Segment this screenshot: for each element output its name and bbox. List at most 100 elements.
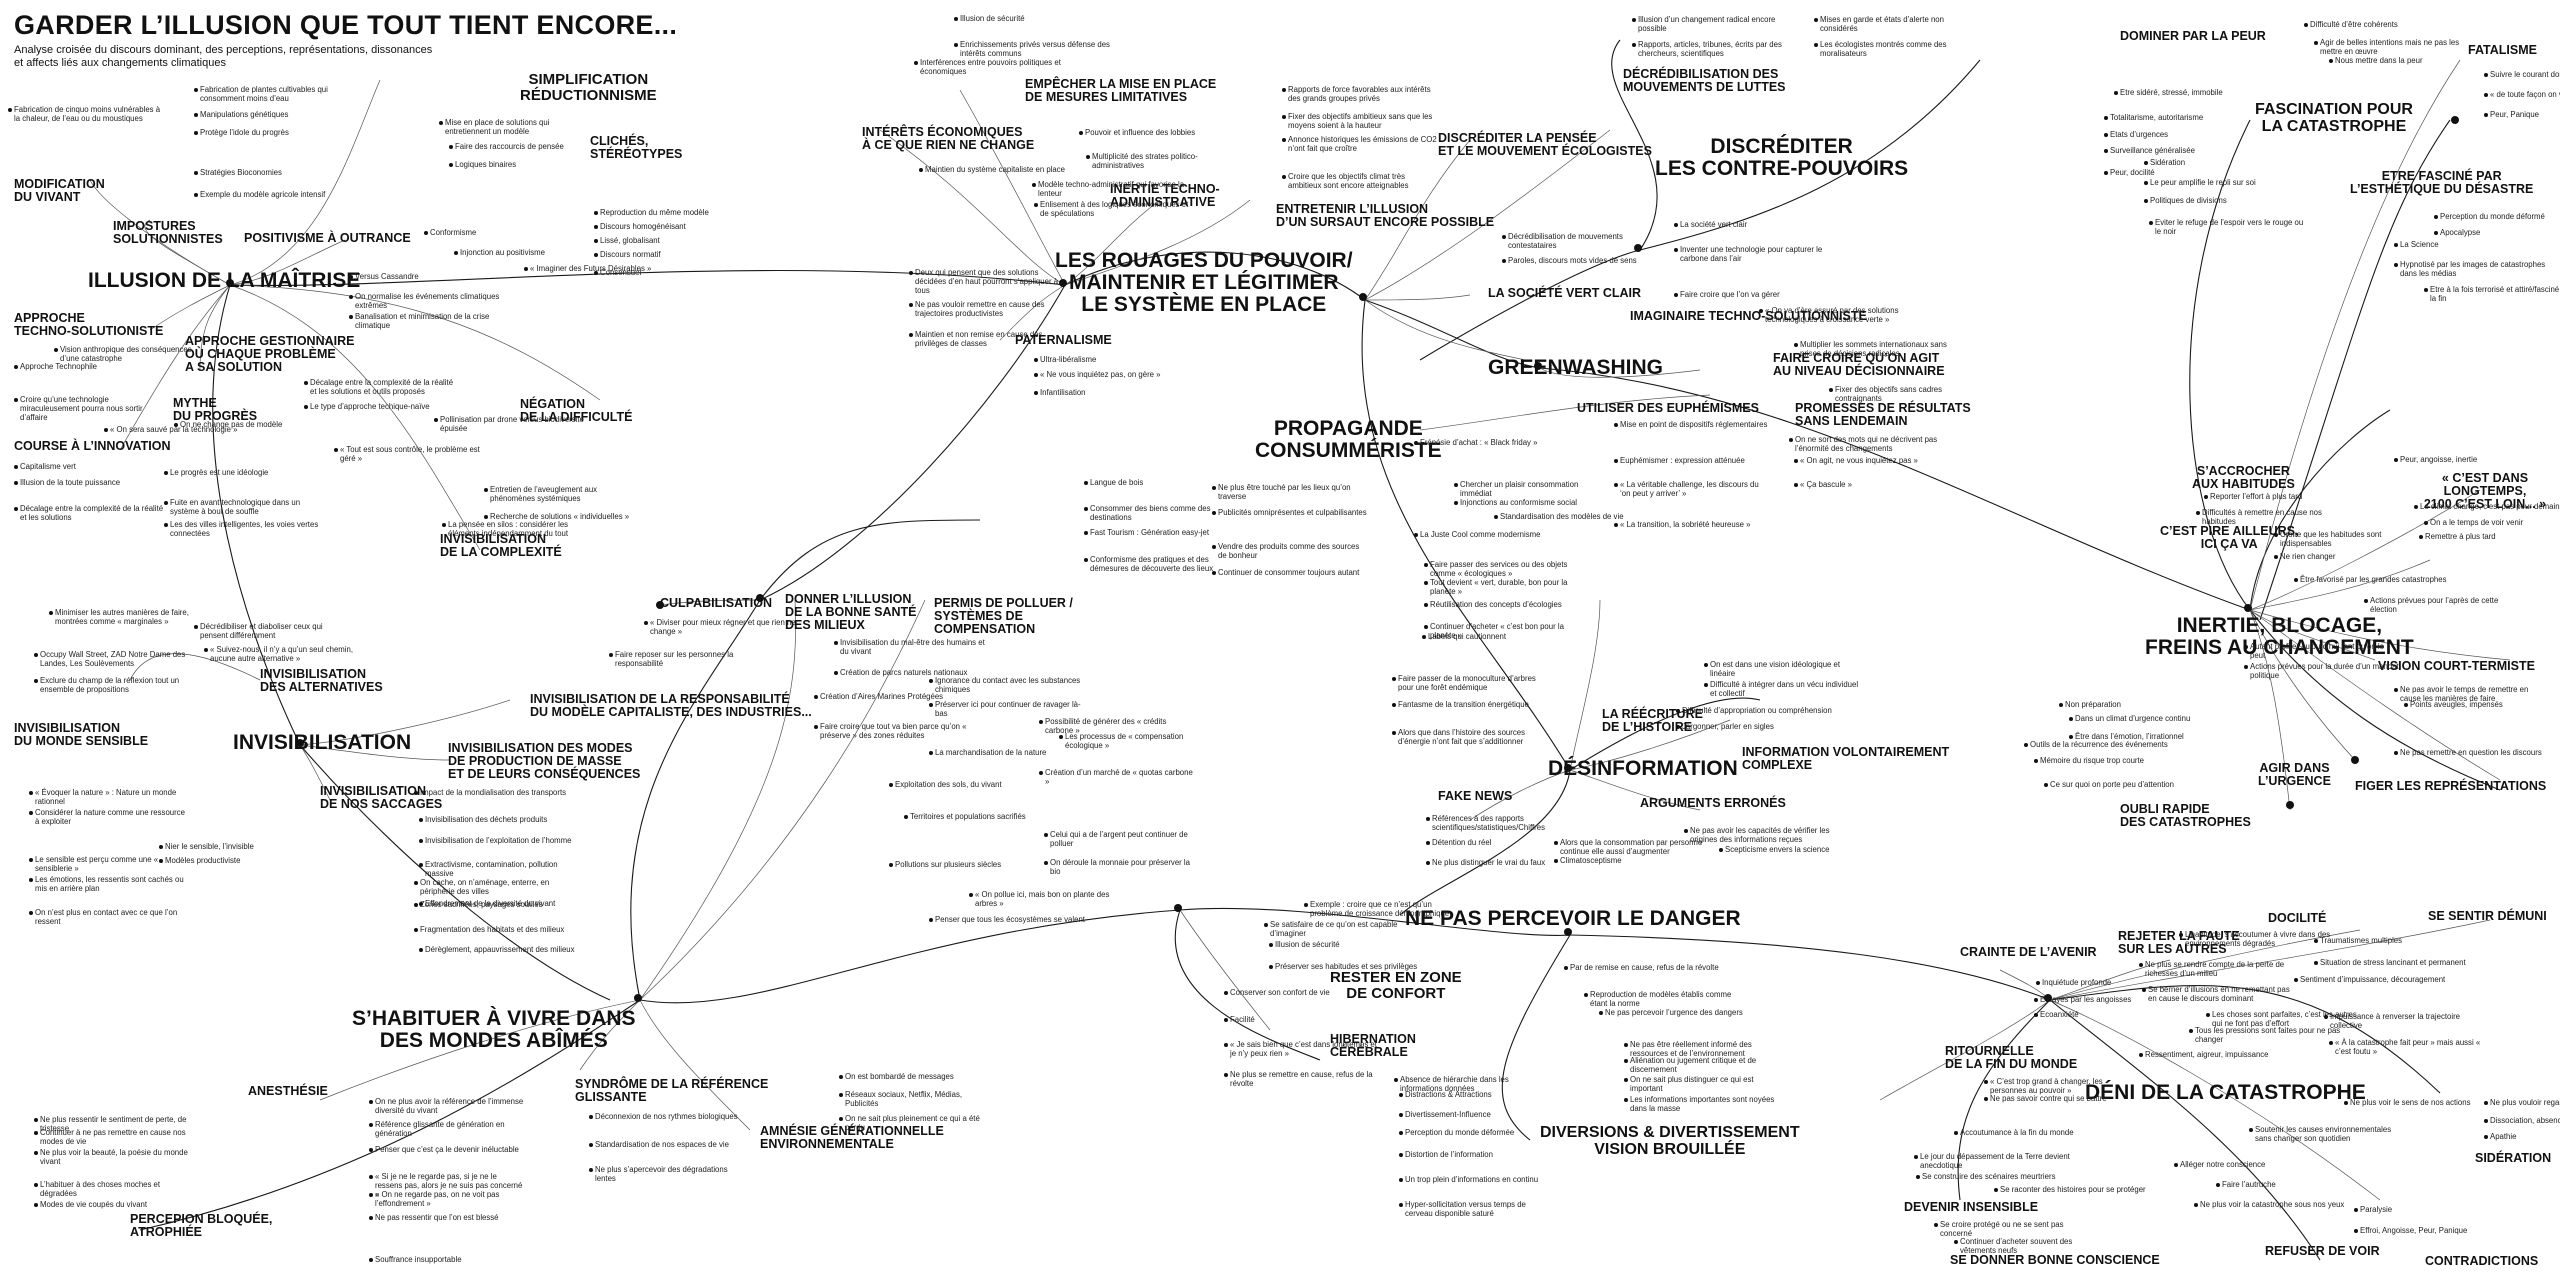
leaf-text: Standardisation de nos espaces de vie <box>595 1140 729 1149</box>
sub-reference-glissante: SYNDRÔME DE LA RÉFÉRENCE GLISSANTE <box>575 1077 769 1105</box>
leaf-text: La marchandisation de la nature <box>935 748 1047 757</box>
node-dot <box>2244 604 2252 612</box>
leaf-text: On est bombardé de messages <box>845 1072 954 1081</box>
leaf-text: Penser que tous les écosystèmes se valen… <box>935 915 1085 924</box>
leaf-dot <box>2204 495 2208 499</box>
leaf-text: Décrédibilisation de mouvements contesta… <box>1508 232 1623 250</box>
leaf-dot <box>1282 88 1286 92</box>
sub-perception-bloquee: PERCEPION BLOQUÉE, ATROPHIÉE <box>130 1212 273 1240</box>
leaf-dot <box>49 611 53 615</box>
leaf-dot <box>834 671 838 675</box>
sub-inertie-techno-admin: INERTIE TECHNO- ADMINISTRATIVE <box>1110 182 1220 210</box>
leaf-dot <box>454 251 458 255</box>
leaf-text: Croire que les objectifs climat très amb… <box>1288 172 1409 190</box>
leaf-text: Infantilisation <box>1040 388 1086 397</box>
sub-reecriture-histoire: LA RÉÉCRITURE DE L’HISTOIRE <box>1602 707 1703 735</box>
sub-zone-confort: RESTER EN ZONE DE CONFORT <box>1330 969 1462 1002</box>
sub-contradictions: CONTRADICTIONS <box>2425 1254 2539 1268</box>
leaf-text: Dans un climat d’urgence continu <box>2075 714 2191 723</box>
leaf-dot <box>644 621 648 625</box>
leaf-text: « Ça bascule » <box>1800 480 1853 489</box>
leaf-dot <box>1039 771 1043 775</box>
node-dot <box>656 601 664 609</box>
leaf-text: Pouvoir et influence des lobbies <box>1085 128 1196 137</box>
leaf-text: Recherche de solutions « individuelles » <box>490 512 630 521</box>
leaf-dot <box>839 1117 843 1121</box>
leaf-dot <box>1084 558 1088 562</box>
leaf-text: Le sensible est perçu comme une « sensib… <box>35 855 159 873</box>
leaf-text: Mise en point de dispositifs réglementai… <box>1620 420 1768 429</box>
leaf-dot <box>954 17 958 21</box>
node-dot <box>634 994 642 1002</box>
sub-mythe-progres: MYTHE DU PROGRÈS <box>173 396 258 424</box>
leaf-text: Inquiétude profonde <box>2042 978 2112 987</box>
theme-invisibilisation: INVISIBILISATION <box>233 731 412 754</box>
sub-oubli-catastrophes: OUBLI RAPIDE DES CATASTROPHES <box>2120 802 2251 830</box>
leaf-dot <box>29 791 33 795</box>
leaf-text: Climatosceptisme <box>1560 856 1622 865</box>
leaf-dot <box>159 845 163 849</box>
leaf-dot <box>2314 961 2318 965</box>
leaf-dot <box>1044 833 1048 837</box>
leaf-dot <box>1794 343 1798 347</box>
leaf-text: Remettre à plus tard <box>2425 532 2496 541</box>
leaf-text: Modèle techno-administratif qui favorise… <box>1038 180 1185 198</box>
leaf-dot <box>1079 131 1083 135</box>
leaf-text: Absence de hiérarchie dans les informati… <box>1400 1075 1509 1093</box>
leaf-dot <box>1614 523 1618 527</box>
leaf-text: Multiplicité des strates politico-admini… <box>1092 152 1198 170</box>
leaf-text: Les processus de « compensation écologiq… <box>1065 732 1184 750</box>
leaf-text: Les écologistes montrés comme des morali… <box>1820 40 1947 58</box>
leaf-text: Ne pas percevoir l’urgence des dangers <box>1605 1008 1743 1017</box>
leaf-text: Sentiment d’impuissance, découragement <box>2300 975 2446 984</box>
leaf-text: Ecoanxiété <box>2040 1010 2079 1019</box>
leaf-dot <box>1704 683 1708 687</box>
leaf-dot <box>2329 1041 2333 1045</box>
leaf-text: « Je sais bien que c’est dans longtemps … <box>1230 1040 1377 1058</box>
leaf-text: Préserver ici pour continuer de ravager … <box>935 700 1081 718</box>
leaf-dot <box>349 315 353 319</box>
leaf-text: Hypnotisé par les images de catastrophes… <box>2400 260 2546 278</box>
leaf-dot <box>414 791 418 795</box>
leaf-dot <box>1674 223 1678 227</box>
leaf-dot <box>929 679 933 683</box>
leaf-text: Discours normatif <box>600 250 661 259</box>
leaf-text: Paroles, discours mots vides de sens <box>1508 256 1637 265</box>
leaf-dot <box>1954 1240 1958 1244</box>
sub-bonne-sante-milieux: DONNER L’ILLUSION DE LA BONNE SANTÉ DES … <box>785 592 917 633</box>
leaf-dot <box>1554 841 1558 845</box>
leaf-text: Injonction au positivisme <box>460 248 545 257</box>
leaf-text: Fast Tourism : Génération easy-jet <box>1090 528 1210 537</box>
node-dot <box>1564 928 1572 936</box>
leaf-dot <box>349 275 353 279</box>
leaf-dot <box>1934 1223 1938 1227</box>
leaf-dot <box>2034 998 2038 1002</box>
leaf-dot <box>1414 441 1418 445</box>
leaf-text: Capitalisme vert <box>20 462 76 471</box>
sub-devenir-insensible: DEVENIR INSENSIBLE <box>1904 1200 2039 1214</box>
leaf-text: Sidération <box>2150 158 2186 167</box>
leaf-text: Situation de stress lancinant et permane… <box>2320 958 2466 967</box>
leaf-dot <box>1059 735 1063 739</box>
leaf-dot <box>2424 521 2428 525</box>
leaf-text: Maintien du système capitaliste en place <box>925 165 1065 174</box>
leaf-dot <box>1829 388 1833 392</box>
leaf-text: Mémoire du risque trop courte <box>2040 756 2145 765</box>
leaf-text: Tous les pressions sont faites pour ne p… <box>2195 1026 2341 1044</box>
leaf-dot <box>34 1118 38 1122</box>
leaf-dot <box>14 365 18 369</box>
leaf-text: « On sera sauvé par la technologie » <box>110 425 238 434</box>
leaf-dot <box>2419 535 2423 539</box>
leaf-dot <box>164 471 168 475</box>
sub-docilite: DOCILITÉ <box>2268 911 2327 925</box>
theme-propagande: PROPAGANDE CONSUMMÉRISTE <box>1255 417 1442 463</box>
leaf-text: Perception du monde déformé <box>2440 212 2545 221</box>
sub-bonne-conscience: SE DONNER BONNE CONSCIENCE <box>1950 1253 2160 1267</box>
leaf-text: Création d’un marché de « quotas carbone… <box>1045 768 1193 786</box>
leaf-text: Enrichissements privés versus défense de… <box>960 40 1110 58</box>
leaf-dot <box>2324 1015 2328 1019</box>
leaf-text: Peur, Panique <box>2490 110 2539 119</box>
sub-figer-representations: FIGER LES REPRÉSENTATIONS <box>2355 779 2547 793</box>
leaf-dot <box>14 507 18 511</box>
leaf-dot <box>2144 181 2148 185</box>
